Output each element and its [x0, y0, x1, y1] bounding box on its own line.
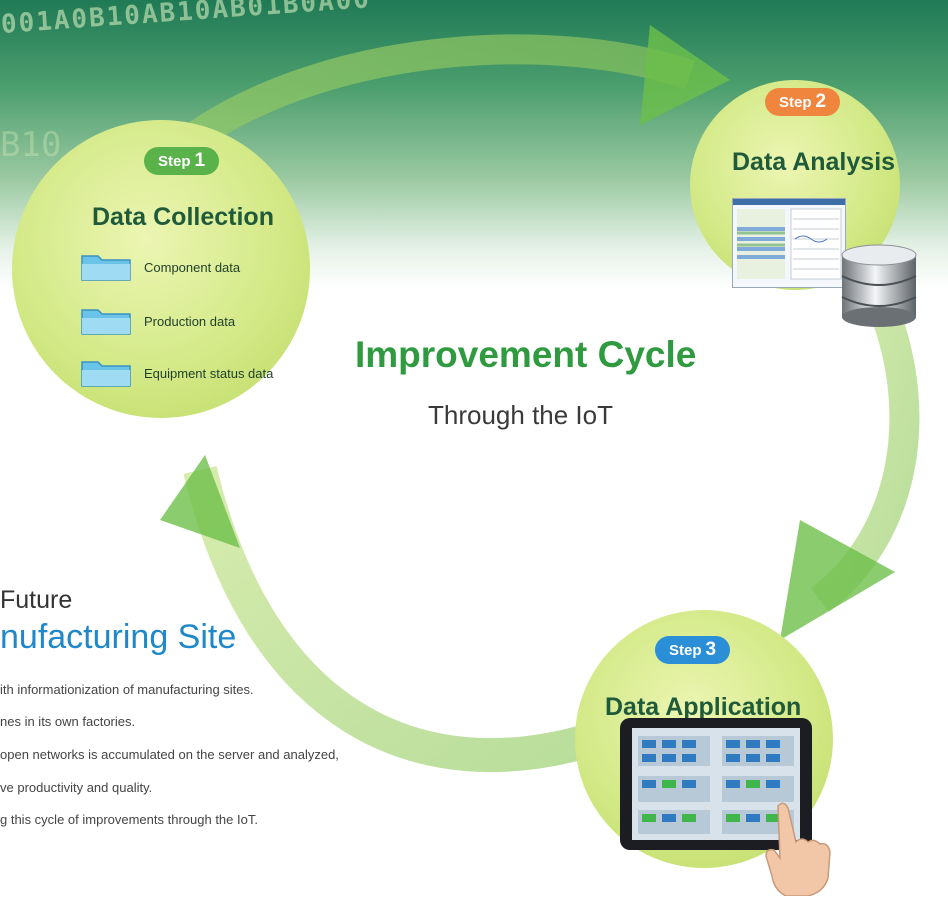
paragraph-line-1: ith informationization of manufacturing … [0, 682, 254, 697]
folder-icon [81, 361, 131, 387]
cycle-title: Improvement Cycle [355, 334, 697, 375]
data-item-equipment: Equipment status data [80, 358, 273, 388]
future-subheading: nufacturing Site [0, 618, 237, 656]
arc-1-to-2 [181, 34, 695, 153]
arrow-head-to-step-3 [780, 520, 895, 640]
step-3-title: Data Application [605, 693, 802, 721]
tablet-screen [632, 728, 800, 840]
arrow-head-to-step-1 [160, 455, 240, 548]
step-2-title: Data Analysis [732, 148, 896, 176]
binary-stream-text-2: B10 [0, 125, 62, 165]
hand-icon [760, 800, 840, 897]
analysis-screen-icon [732, 198, 846, 288]
folder-icon [81, 255, 131, 281]
data-item-label: Production data [144, 313, 236, 329]
data-item-label: Component data [144, 259, 241, 275]
cycle-subtitle: Through the IoT [428, 400, 613, 430]
data-item-production: Production data [80, 306, 235, 336]
paragraph-line-3: open networks is accumulated on the serv… [0, 747, 339, 762]
paragraph-line-5: g this cycle of improvements through the… [0, 812, 258, 827]
folder-icon [81, 309, 131, 335]
arrow-head-to-step-2 [640, 25, 730, 125]
step-1-title: Data Collection [92, 203, 274, 231]
paragraph-line-2: nes in its own factories. [0, 714, 136, 729]
future-heading: Future [0, 586, 73, 614]
paragraph-line-4: ve productivity and quality. [0, 780, 153, 795]
data-item-label: Equipment status data [144, 365, 274, 381]
arc-3-to-1 [183, 466, 595, 773]
database-icon [838, 243, 920, 327]
data-item-component: Component data [80, 252, 240, 282]
